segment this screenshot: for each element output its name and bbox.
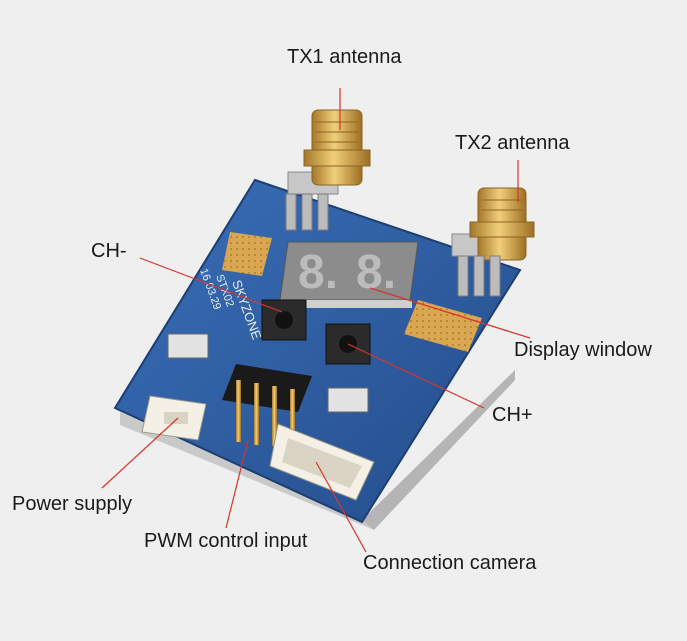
display-digit-1: 8.: [298, 246, 338, 299]
label-ch-plus: CH+: [492, 404, 533, 426]
gold-pad-left: [222, 232, 272, 276]
antenna-legs: [285, 193, 501, 297]
tx2-antenna-connector: [451, 187, 535, 261]
display-window: 8. 8.: [279, 241, 419, 308]
label-ch-minus: CH-: [91, 240, 127, 262]
label-tx1-antenna: TX1 antenna: [287, 46, 402, 68]
label-pwm-control-input: PWM control input: [144, 530, 308, 552]
crystal-left: [167, 333, 209, 359]
label-tx2-antenna: TX2 antenna: [455, 132, 570, 154]
camera-connector: [269, 423, 375, 501]
display-digit-2: 8.: [356, 246, 396, 299]
leader-ch-minus: [139, 257, 283, 313]
ch-minus-button[interactable]: [261, 299, 307, 341]
leader-camera: [315, 461, 367, 553]
pwm-pin-header: [222, 364, 312, 446]
label-connection-camera: Connection camera: [363, 552, 537, 574]
leader-display: [369, 287, 531, 339]
leader-power: [101, 417, 179, 489]
leader-lines: [101, 88, 531, 553]
crystal-right: [327, 387, 369, 413]
leader-ch-plus: [347, 343, 485, 409]
shield-can: [120, 370, 515, 530]
pcb-board: [113, 178, 522, 524]
label-power-supply: Power supply: [12, 493, 133, 515]
ch-plus-button[interactable]: [325, 323, 371, 365]
gold-pad-right: [404, 300, 482, 352]
label-display-window: Display window: [514, 339, 652, 361]
tx1-antenna-connector: [287, 109, 371, 195]
leader-pwm: [225, 439, 249, 529]
power-connector: [141, 395, 207, 441]
